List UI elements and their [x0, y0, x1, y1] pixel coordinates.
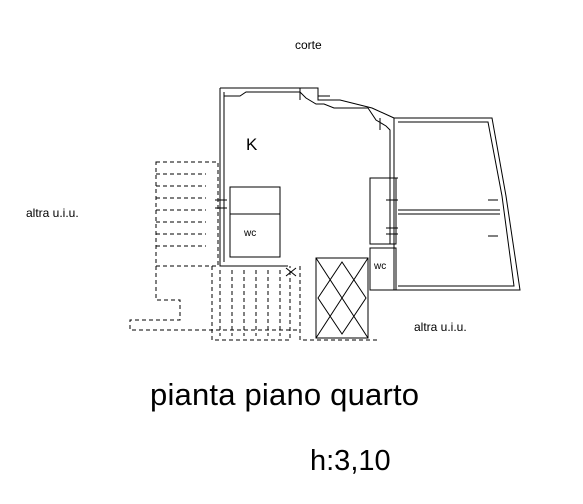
- elevator-shaft: [315, 257, 369, 339]
- outer-wall: [220, 87, 395, 291]
- outer-wall-left: [219, 88, 288, 267]
- plan-title: pianta piano quarto: [150, 377, 420, 412]
- neighbor-unit-left-label: altra u.i.u.: [26, 206, 79, 220]
- kitchen-inner-wall: [224, 91, 391, 244]
- right-wing-wall: [394, 117, 521, 291]
- wc-left-room: [229, 186, 281, 258]
- stair-left: [155, 161, 219, 267]
- wc-right-room: [369, 177, 397, 245]
- wc-left-label: wc: [244, 228, 257, 239]
- ceiling-height-label: h:3,10: [310, 445, 391, 477]
- neighbor-unit-right-label: altra u.i.u.: [414, 320, 467, 334]
- stair-lower: [211, 266, 291, 341]
- wc-right-label: wc: [374, 261, 387, 272]
- courtyard-label: corte: [295, 38, 322, 52]
- kitchen-label: K: [246, 135, 258, 154]
